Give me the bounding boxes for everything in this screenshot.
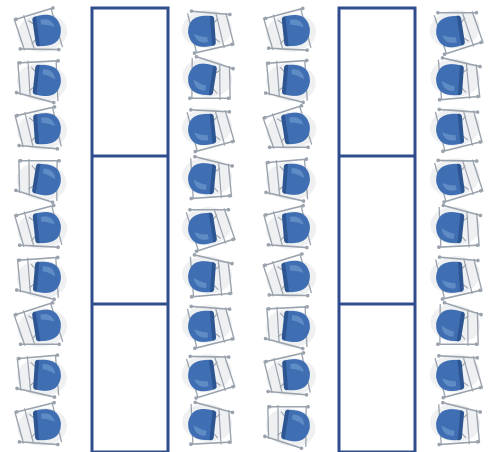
folding-chair-top-view-icon [14,400,69,450]
folding-chair-top-view-icon [263,301,318,352]
folding-chair-top-view-icon [428,400,483,450]
table [339,304,415,452]
folding-chair-top-view-icon [263,203,318,253]
folding-chair-top-view-icon [428,203,483,254]
folding-chair-top-view-icon [180,154,235,204]
folding-chair-top-view-icon [179,349,236,401]
folding-chair-top-view-icon [262,251,319,303]
folding-chair-top-view-icon [427,299,485,352]
folding-chair-top-view-icon [180,400,235,451]
table [339,8,415,156]
folding-chair-top-view-icon [13,5,70,57]
folding-chair-top-view-icon [428,253,482,302]
folding-chair-top-view-icon [263,155,317,204]
folding-chair-top-view-icon [262,399,320,452]
folding-chair-top-view-icon [14,351,68,400]
folding-chair-top-view-icon [13,299,71,352]
folding-chair-top-view-icon [427,153,484,205]
folding-chair-top-view-icon [263,350,317,399]
folding-chair-top-view-icon [14,203,69,254]
table [339,156,415,304]
folding-chair-top-view-icon [427,5,485,58]
folding-chair-top-view-icon [179,53,237,106]
table [92,8,168,156]
folding-chair-top-view-icon [179,202,237,255]
folding-chair-top-view-icon [263,6,318,57]
folding-chair-top-view-icon [13,153,71,206]
folding-chair-top-view-icon [180,7,234,56]
folding-chair-top-view-icon [428,55,482,104]
folding-chair-top-view-icon [263,55,318,105]
folding-chair-top-view-icon [14,252,69,302]
folding-chair-top-view-icon [14,55,69,106]
folding-chair-top-view-icon [428,104,483,154]
folding-chair-top-view-icon [428,350,483,401]
folding-chair-top-view-icon [262,102,320,155]
tables-layer [92,8,415,452]
table [92,156,168,304]
table [92,304,168,452]
folding-chair-top-view-icon [180,104,235,155]
folding-chair-top-view-icon [180,252,234,301]
folding-chair-top-view-icon [14,104,68,153]
folding-chair-top-view-icon [180,301,235,351]
